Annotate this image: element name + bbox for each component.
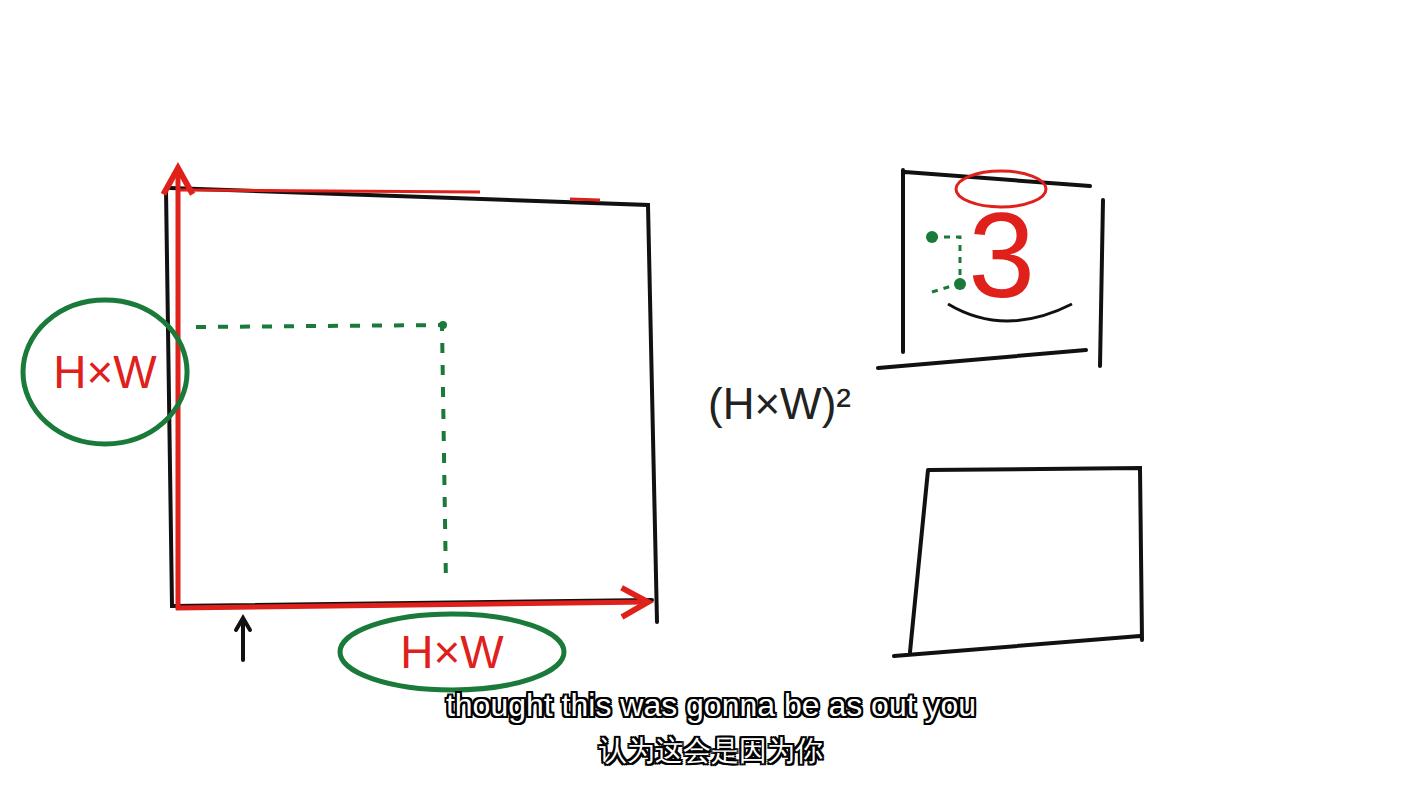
image-frame — [878, 170, 1103, 368]
guide-dot — [439, 321, 447, 329]
dimension-circle: H×W — [337, 611, 567, 693]
subtitle-line: thought this was gonna be as out you — [446, 686, 976, 724]
digit-image: 3 — [903, 172, 1100, 362]
matrix-square — [166, 188, 657, 622]
dimension-circle: H×W — [20, 297, 190, 447]
subtitle-line: 认为这会是因为你 — [599, 734, 823, 768]
digit-glyph: 3 — [903, 195, 1100, 315]
complexity-formula: (H×W)² — [708, 378, 851, 431]
dimension-label: H×W — [400, 629, 504, 675]
dashed-guide — [196, 325, 446, 585]
pointer-arrow — [236, 618, 250, 660]
circle-outline — [340, 614, 564, 690]
pixel-dot — [954, 278, 966, 290]
horizontal-axis — [176, 602, 648, 608]
pixel-dot — [926, 231, 938, 243]
output-box — [894, 468, 1142, 656]
vertical-axis — [176, 168, 181, 610]
dimension-label: H×W — [53, 349, 157, 395]
circle-outline — [23, 300, 187, 444]
top-edge-stroke — [180, 190, 600, 200]
